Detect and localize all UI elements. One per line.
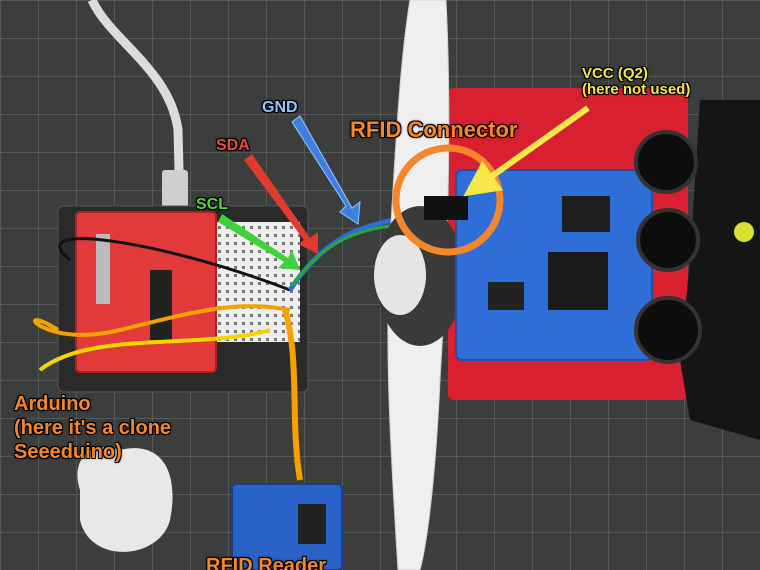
controller-chip-1 — [562, 196, 610, 232]
rfid-connector-label: RFID Connector — [350, 117, 518, 142]
robot-wheel-3 — [634, 296, 702, 364]
wire-bundle-to-reader — [282, 309, 303, 481]
gnd-label: GND — [262, 99, 298, 116]
sda-arrow — [244, 154, 318, 254]
wire-yellow — [38, 328, 271, 372]
wire-black — [58, 237, 291, 292]
sda-label: SDA — [216, 137, 250, 154]
robot-yellow-light — [734, 222, 754, 242]
arduino-chip — [150, 270, 172, 340]
motor — [374, 235, 426, 315]
rfid-connector-circle — [392, 144, 504, 256]
rfid-reader-chip — [298, 504, 326, 544]
white-figurine — [77, 447, 173, 552]
robot-wheel-2 — [636, 208, 700, 272]
arduino-label: Arduino (here it's a clone Seeeduino) — [14, 393, 172, 463]
usb-plug — [162, 170, 188, 212]
controller-chip-3 — [488, 282, 524, 310]
vcc-arrow — [463, 105, 590, 197]
robot-wheel-1 — [634, 130, 698, 194]
wire-orange — [32, 304, 291, 337]
scl-label: SCL — [196, 196, 228, 213]
scl-arrow — [218, 214, 300, 270]
controller-chip-2 — [548, 252, 608, 310]
rfid-reader-label: RFID Reader — [206, 555, 327, 570]
robot-body — [680, 100, 760, 440]
controller-connector — [424, 196, 468, 220]
usb-cable — [87, 0, 185, 211]
gnd-arrow — [291, 115, 361, 225]
arduino-header — [96, 234, 110, 304]
vcc-label: VCC (Q2) (here not used) — [582, 65, 691, 98]
